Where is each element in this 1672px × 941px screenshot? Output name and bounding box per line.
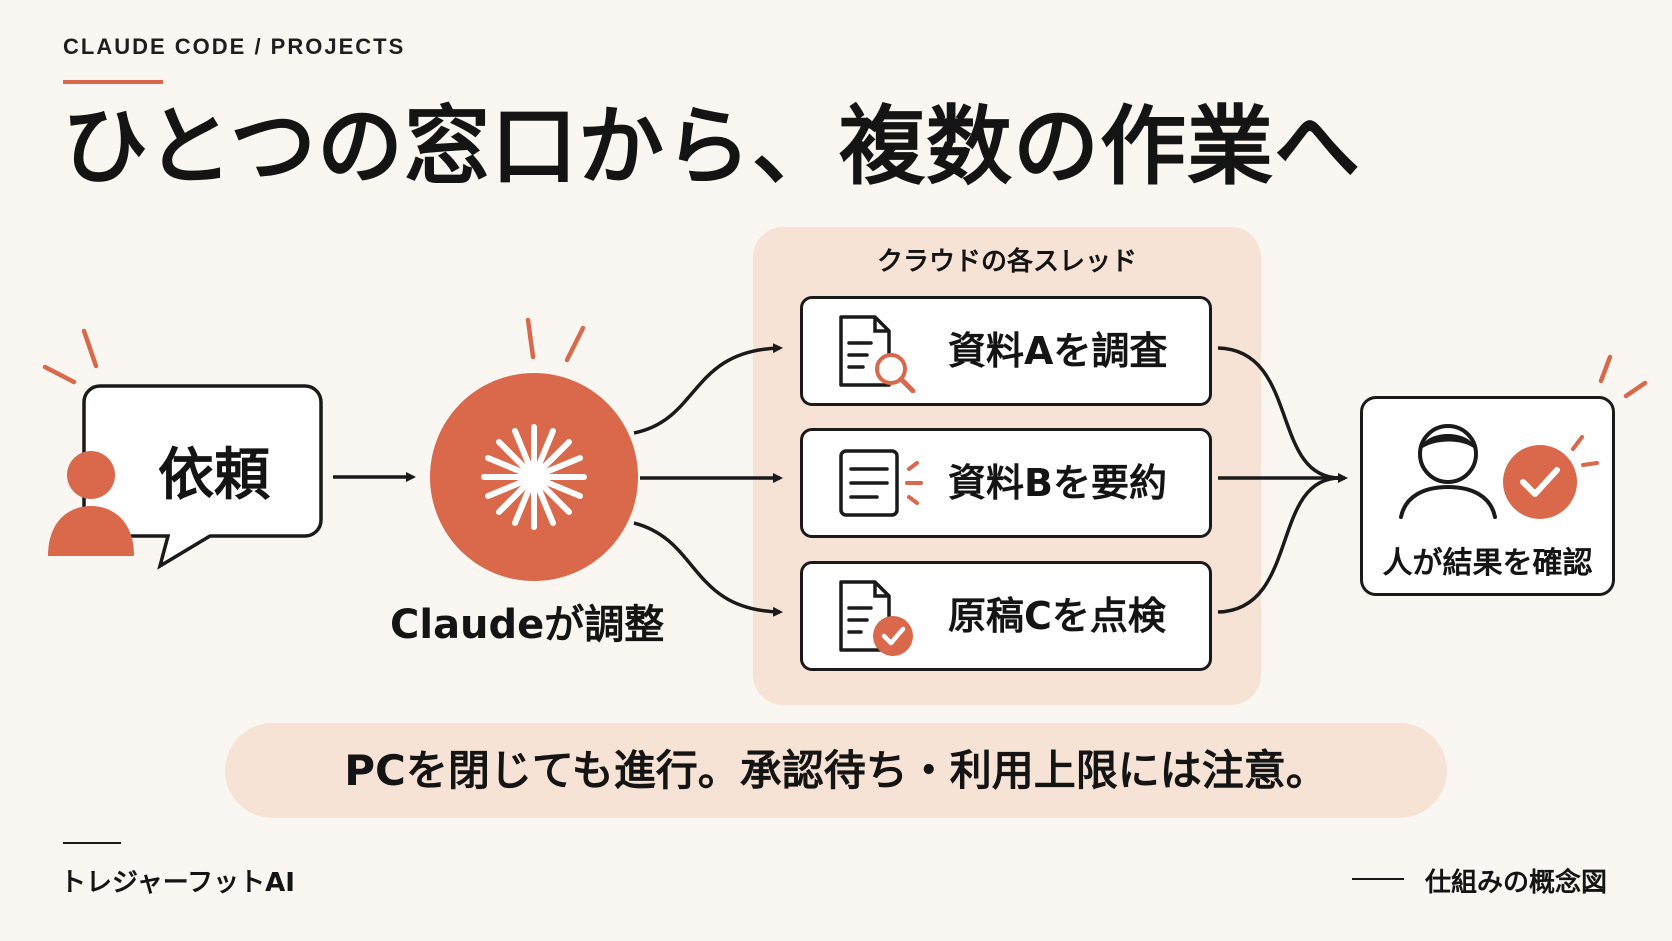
- note-banner: [225, 723, 1447, 818]
- task-c-label: 原稿Cを点検: [948, 594, 1166, 638]
- result-check-icon: [1503, 445, 1577, 519]
- eyebrow-underline: [63, 80, 163, 84]
- arrow-claude-to-task-c: [633, 521, 783, 617]
- task-card-b: 資料Bを要約: [800, 428, 1212, 538]
- request-emphasis-marks: [42, 328, 99, 385]
- page-title: ひとつの窓口から、複数の作業へ: [62, 97, 1361, 197]
- arrow-task-a-to-result: [1217, 346, 1341, 480]
- request-label: 依頼: [158, 443, 270, 508]
- document-check-icon: [839, 580, 913, 656]
- arrow-claude-to-task-a: [633, 343, 783, 435]
- task-a-label: 資料Aを調査: [948, 329, 1168, 373]
- task-card-a: 資料Aを調査: [800, 296, 1212, 406]
- result-emphasis-marks: [1598, 354, 1648, 399]
- document-summary-icon: [839, 449, 923, 517]
- note-text: PCを閉じても進行。承認待ち・利用上限には注意。: [344, 746, 1328, 795]
- claude-starburst-icon: [481, 424, 587, 530]
- result-card: [1360, 396, 1615, 596]
- result-label: 人が結果を確認: [1382, 546, 1593, 581]
- claude-emphasis-marks: [525, 317, 586, 363]
- document-search-icon: [839, 315, 916, 393]
- task-card-c: 原稿Cを点検: [800, 561, 1212, 671]
- eyebrow-label: CLAUDE CODE / PROJECTS: [63, 34, 406, 59]
- footer-rule-left: [63, 842, 121, 844]
- footer-caption: 仕組みの概念図: [1425, 868, 1608, 898]
- request-speech-bubble: [82, 384, 323, 570]
- reviewer-person-icon: [1399, 424, 1599, 519]
- task-b-label: 資料Bを要約: [948, 461, 1167, 505]
- claude-hub: [430, 373, 638, 581]
- requester-person-icon: [48, 451, 134, 556]
- cloud-threads-label: クラウドの各スレッド: [876, 247, 1137, 277]
- footer-rule-right: [1352, 878, 1404, 880]
- claude-label: Claudeが調整: [390, 602, 665, 648]
- arrow-task-c-to-result: [1217, 476, 1341, 614]
- footer-brand: トレジャーフットAI: [60, 868, 295, 898]
